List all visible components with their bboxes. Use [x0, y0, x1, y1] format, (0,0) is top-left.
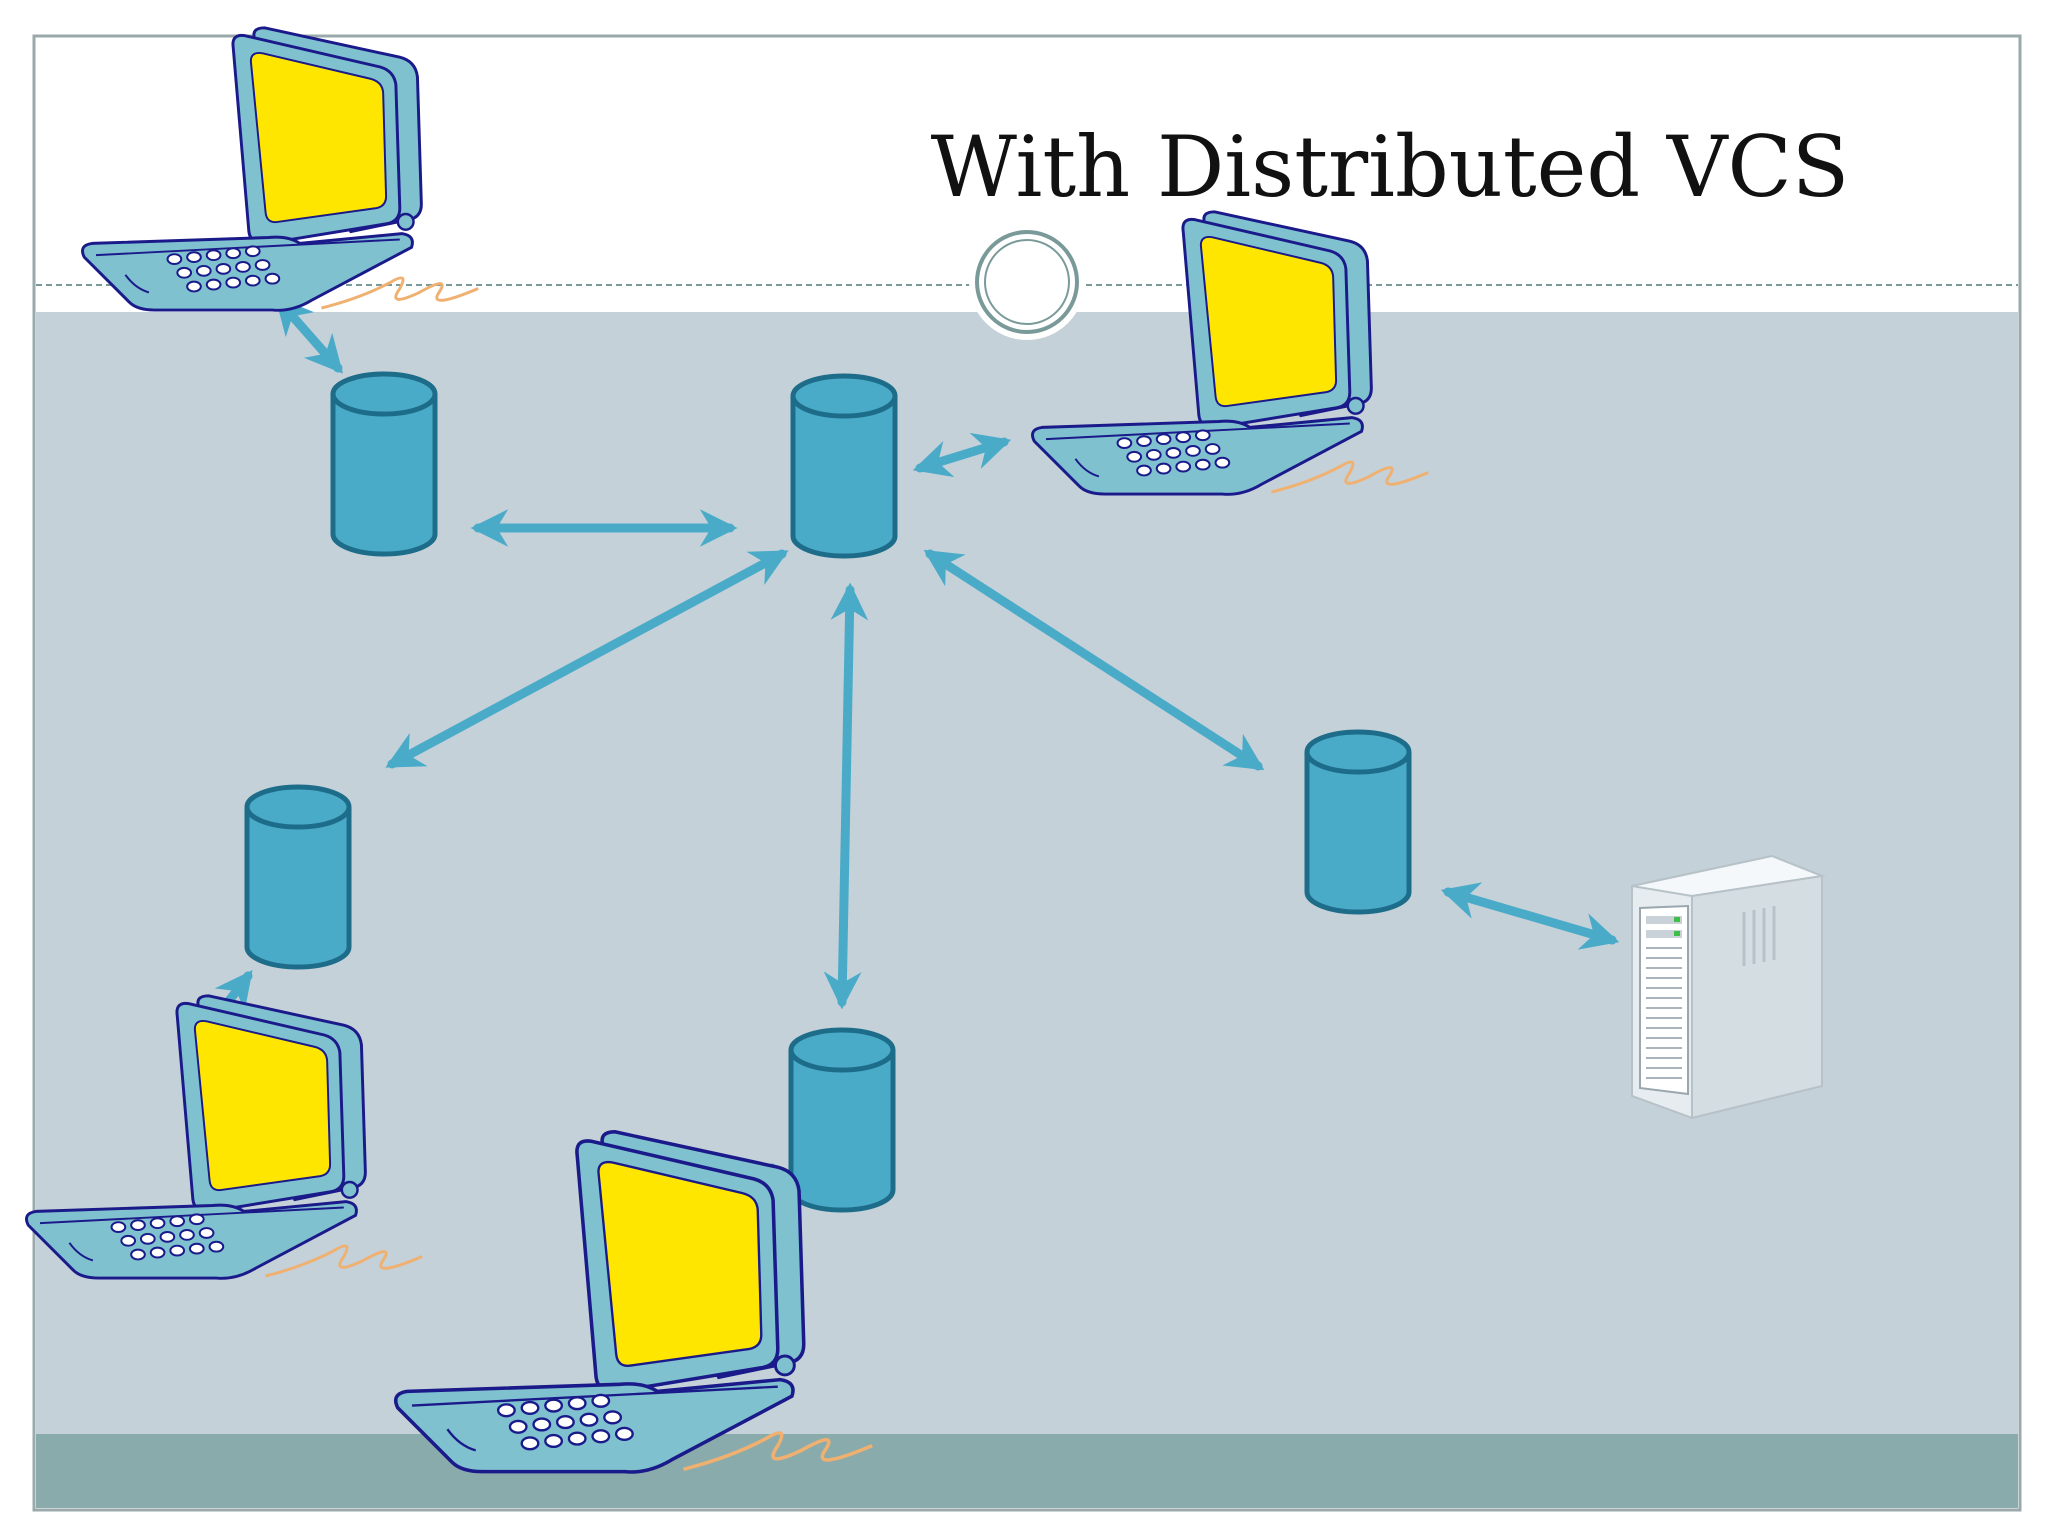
- arrow-central-repo3: [385, 549, 789, 769]
- repository-icon: [330, 371, 438, 557]
- divider-ring-inner: [984, 239, 1070, 325]
- repository-icon: [790, 373, 898, 559]
- arrow-laptop1-repo1: [275, 296, 343, 374]
- arrow-central-laptop2: [912, 432, 1012, 478]
- slide-title: With Distributed VCS: [930, 118, 1850, 216]
- repository-icon: [1304, 729, 1412, 915]
- arrow-repo5-server: [1440, 882, 1620, 950]
- divider-ring-outer: [975, 230, 1079, 334]
- server-icon: [1630, 854, 1824, 1120]
- arrow-central-repo4: [823, 582, 869, 1010]
- arrow-central-repo5: [923, 549, 1265, 771]
- footer-band: [36, 1434, 2018, 1508]
- repository-icon: [788, 1027, 896, 1213]
- repository-icon: [244, 784, 352, 970]
